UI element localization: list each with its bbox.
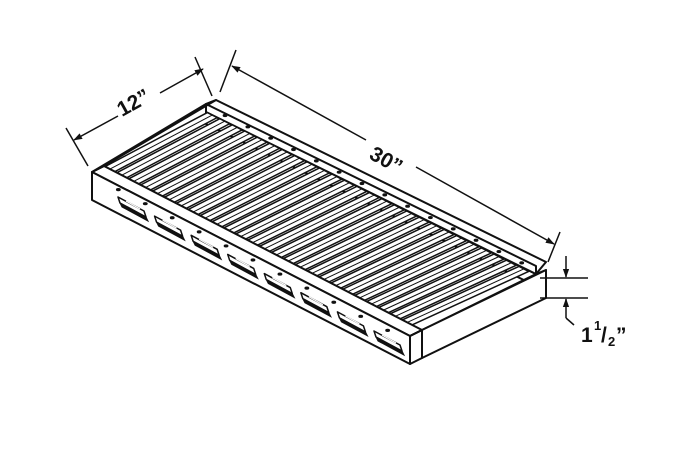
back-rail-hole xyxy=(222,113,228,118)
slat-ridge xyxy=(180,151,288,207)
back-rail-hole xyxy=(313,159,319,163)
slat-ridge xyxy=(204,163,313,219)
front-rail-hole xyxy=(169,216,175,220)
slat-ridge xyxy=(251,188,362,244)
back-rail-hole xyxy=(382,193,388,197)
slat-ridge xyxy=(240,182,350,238)
height-label-numerator: 1 xyxy=(594,318,601,333)
back-rail-hole xyxy=(519,261,525,265)
slat-ridge xyxy=(405,268,524,324)
length-dimension xyxy=(219,49,561,263)
slat-ridge xyxy=(311,219,425,275)
front-rail-hole xyxy=(142,202,148,206)
slat-ridge xyxy=(216,170,325,225)
slat-ridge xyxy=(275,200,387,256)
depth-dimension xyxy=(65,56,213,167)
slat-ridge xyxy=(192,157,300,213)
slat-ridge xyxy=(358,243,475,299)
glass-hanger xyxy=(300,291,333,318)
height-label-denominator: 2 xyxy=(608,334,615,349)
glass-hanger xyxy=(153,215,186,242)
height-label-slash: / xyxy=(601,324,607,347)
height-label-inch-mark: ” xyxy=(616,324,627,347)
front-rail-hole xyxy=(223,244,229,248)
glass-hanger xyxy=(263,272,296,299)
height-label-whole: 1 xyxy=(581,324,593,347)
slat-ridge xyxy=(121,120,225,176)
side-rail-left xyxy=(91,99,217,173)
front-rail-hole xyxy=(250,258,256,262)
hanger-group xyxy=(117,196,406,357)
slat-ridge xyxy=(334,231,450,287)
slat-ridge xyxy=(346,237,462,293)
back-rail-hole xyxy=(450,227,456,231)
back-rail-hole xyxy=(268,136,274,140)
slat-ridge xyxy=(370,250,487,305)
slat-ridge xyxy=(133,126,238,182)
back-rail-hole xyxy=(428,215,433,220)
slat-ridge xyxy=(394,262,512,318)
glass-hanger xyxy=(226,253,259,280)
front-rail-hole xyxy=(385,328,391,332)
back-rail-hole xyxy=(496,249,502,254)
hole-group xyxy=(115,113,525,332)
back-rail-hole xyxy=(245,125,251,129)
slat-ridge xyxy=(299,213,412,268)
back-rail-hole xyxy=(473,238,479,242)
front-rail-hole xyxy=(304,286,310,290)
height-label: 1 1 / 2 ” xyxy=(581,318,627,349)
front-rail-hole xyxy=(358,314,364,318)
back-rail-hole xyxy=(336,170,342,174)
glass-hanger xyxy=(336,311,369,338)
back-rail-hole xyxy=(405,204,410,208)
glass-hanger xyxy=(373,330,406,357)
back-rail-hole xyxy=(291,147,296,152)
front-rail-hole xyxy=(196,230,202,234)
glass-hanger xyxy=(117,196,150,223)
glass-hanger xyxy=(190,234,223,261)
slat-ridge xyxy=(263,194,375,250)
depth-label: 12” xyxy=(113,85,154,122)
height-dimension xyxy=(540,256,588,326)
front-rail-hole xyxy=(331,300,337,304)
slat-ridge xyxy=(287,206,400,262)
slat-ridge xyxy=(322,225,437,281)
slat-ridge xyxy=(145,133,250,188)
back-rail-hole xyxy=(359,181,365,186)
slat-ridge xyxy=(168,145,275,201)
slat-ridge xyxy=(157,139,263,195)
length-label: 30” xyxy=(366,142,407,179)
slat-ridge xyxy=(382,256,500,312)
front-rail-hole xyxy=(277,272,283,276)
slat-ridge xyxy=(109,114,213,170)
front-rail-hole xyxy=(115,188,121,192)
slat-ridge xyxy=(228,176,338,232)
